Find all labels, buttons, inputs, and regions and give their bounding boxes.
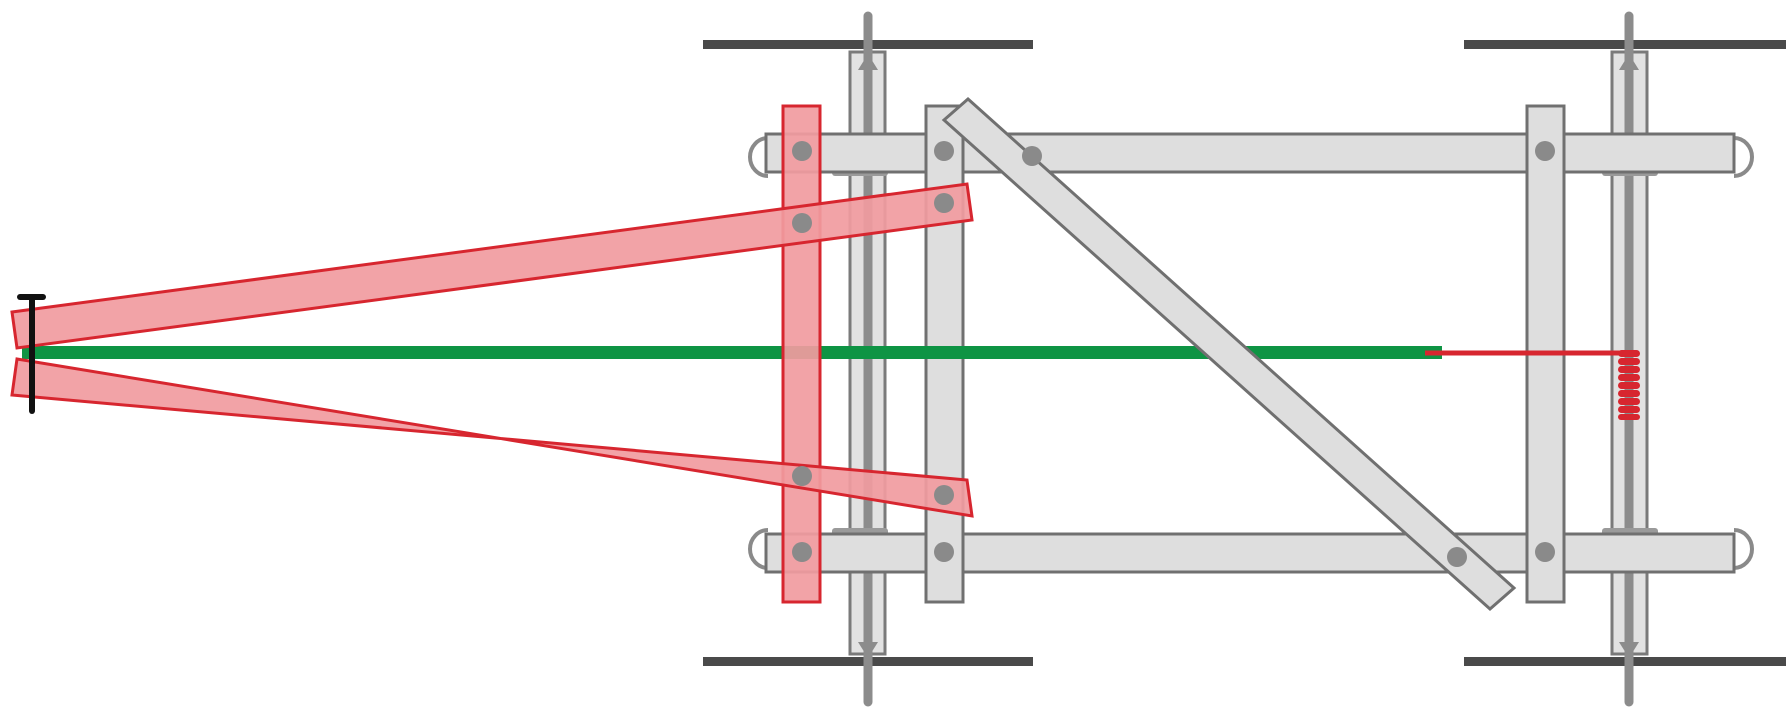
pivot-points (792, 141, 1555, 567)
pivot-crossbar-lower-arm (792, 466, 812, 486)
pivot-crossbar-bottom (792, 542, 812, 562)
green-tie-rod (22, 346, 1442, 359)
upper-steering-arm (10, 182, 974, 350)
diagonal-brace (941, 96, 1517, 612)
pivot-front-lower-arm (934, 485, 954, 505)
rail-end-loops (748, 136, 1754, 570)
pivot-crossbar-upper-arm (792, 213, 812, 233)
return-spring (1618, 350, 1640, 420)
steering-handle (17, 294, 46, 414)
steering-crossbar (781, 104, 822, 604)
pivot-crossbar-top (792, 141, 812, 161)
bottom-longitudinal-rail (764, 532, 1736, 574)
pivot-diagonal-bottom (1447, 547, 1467, 567)
lower-steering-arm (10, 357, 974, 518)
pivot-diagonal-top (1022, 146, 1042, 166)
top-longitudinal-rail (764, 132, 1736, 174)
pivot-front-top (934, 141, 954, 161)
pivot-front-upper-arm (934, 193, 954, 213)
pivot-rear-top (1535, 141, 1555, 161)
pivot-rear-bottom (1535, 542, 1555, 562)
pivot-front-bottom (934, 542, 954, 562)
